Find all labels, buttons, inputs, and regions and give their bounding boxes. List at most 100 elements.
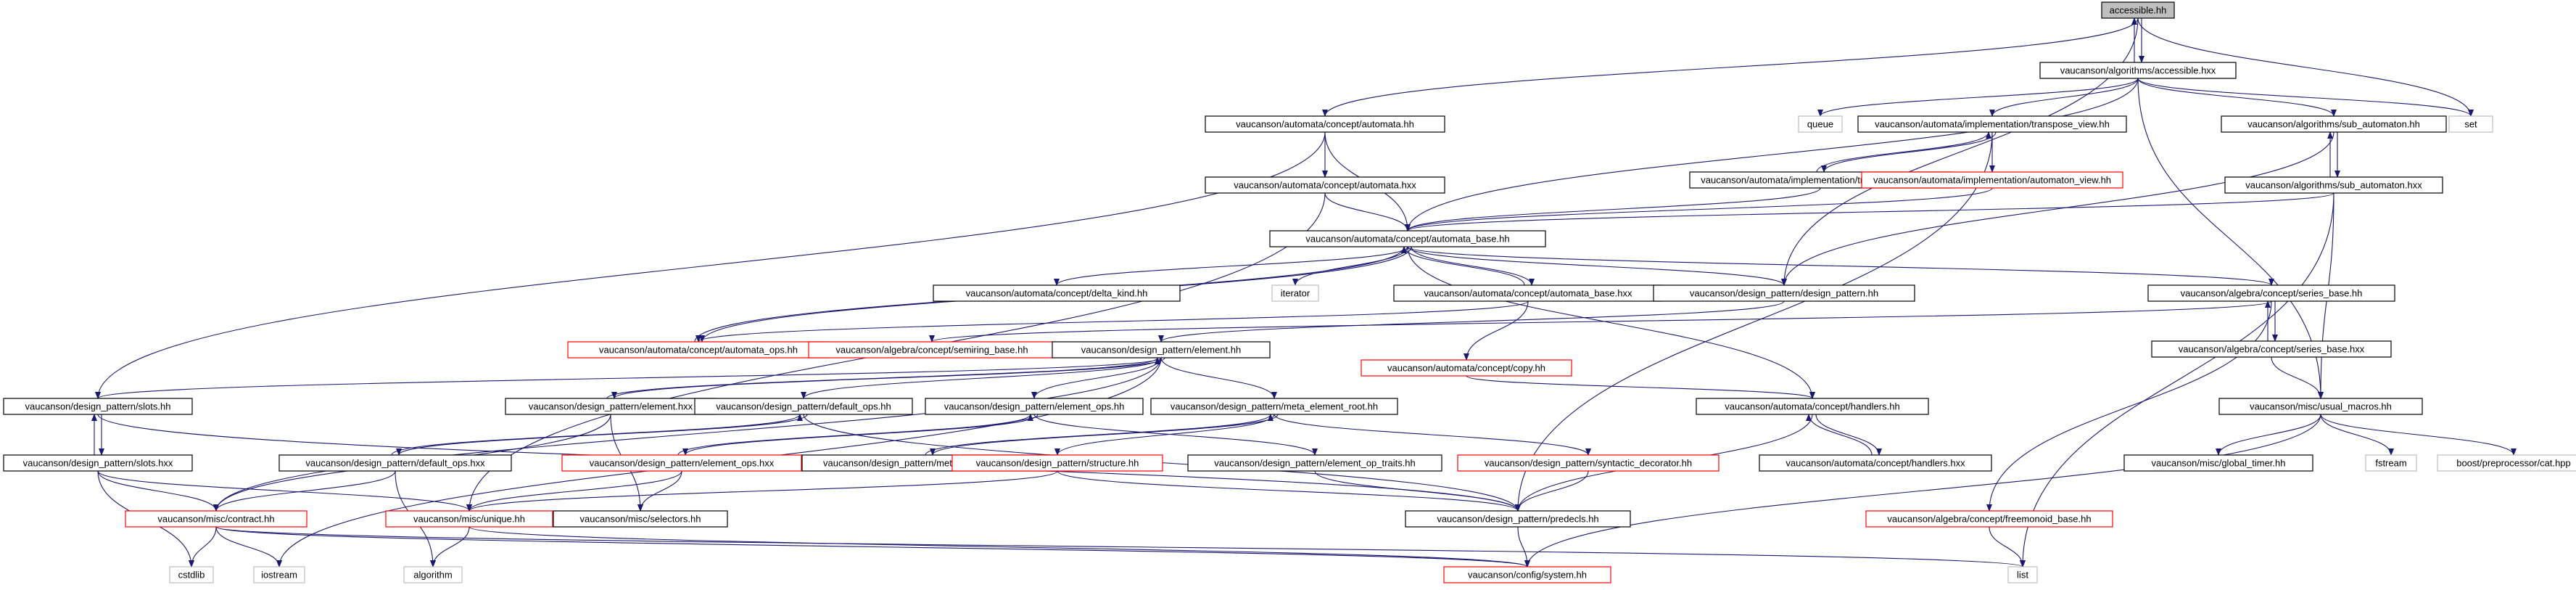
node-box [169, 566, 214, 583]
edge-alg_accessible_hxx-to-usual_macros_hh [2137, 78, 2324, 399]
node-default-ops-hxx[interactable]: vaucanson/design_pattern/default_ops.hxx [278, 454, 512, 472]
node-label: vaucanson/misc/global_timer.hh [2152, 458, 2286, 469]
node-sub-automaton-hxx[interactable]: vaucanson/algorithms/sub_automaton.hxx [2224, 176, 2443, 194]
node-box [1205, 176, 1445, 194]
node-box [1865, 510, 2113, 528]
node-contract-hh[interactable]: vaucanson/misc/contract.hh [125, 510, 307, 528]
node-alg-accessible-hxx[interactable]: vaucanson/algorithms/accessible.hxx [2039, 62, 2237, 79]
node-automaton-view-hh[interactable]: vaucanson/automata/implementation/automa… [1861, 171, 2123, 189]
node-label: vaucanson/algorithms/sub_automaton.hxx [2245, 180, 2422, 191]
node-element-ops-hxx[interactable]: vaucanson/design_pattern/element_ops.hxx [561, 454, 802, 472]
node-series-base-hh[interactable]: vaucanson/algebra/concept/series_base.hh [2147, 284, 2395, 302]
node-freemonoid-base-hh[interactable]: vaucanson/algebra/concept/freemonoid_bas… [1865, 510, 2113, 528]
node-label: vaucanson/design_pattern/element_ops.hh [944, 401, 1125, 412]
edge-contract_hh-to-iostream [215, 526, 282, 568]
node-default-ops-hh[interactable]: vaucanson/design_pattern/default_ops.hh [694, 398, 913, 415]
node-label: vaucanson/automata/concept/delta_kind.hh [966, 288, 1148, 299]
edge-automata_base_hh-to-delta_kind_hh [1054, 246, 1408, 286]
edge-element_hh-to-slots_hh [95, 357, 1162, 399]
edge-structure_hh-to-unique_hh [466, 470, 1058, 512]
node-label: vaucanson/design_pattern/design_pattern.… [1690, 288, 1878, 299]
node-box [2365, 454, 2417, 472]
node-automata-base-hh[interactable]: vaucanson/automata/concept/automata_base… [1269, 230, 1546, 247]
node-element-hxx[interactable]: vaucanson/design_pattern/element.hxx [505, 398, 717, 415]
node-label: vaucanson/design_pattern/element_op_trai… [1214, 458, 1416, 469]
node-box [925, 398, 1144, 415]
node-element-ops-hh[interactable]: vaucanson/design_pattern/element_ops.hh [925, 398, 1144, 415]
edge-copy_hh-to-handlers_hh [1466, 375, 1815, 399]
node-structure-hh[interactable]: vaucanson/design_pattern/structure.hh [951, 454, 1163, 472]
node-box [694, 398, 913, 415]
edge-transpose_view_hh-to-predecls_hh [1515, 131, 1993, 512]
node-copy-hh[interactable]: vaucanson/automata/concept/copy.hh [1361, 359, 1572, 377]
edge-accessible_hh-to-automata_hh [1322, 17, 2139, 117]
node-semiring-base-hh[interactable]: vaucanson/algebra/concept/semiring_base.… [808, 341, 1056, 358]
node-label: vaucanson/automata/concept/automata_base… [1305, 234, 1509, 245]
node-system-hh[interactable]: vaucanson/config/system.hh [1443, 566, 1611, 583]
node-label: vaucanson/automata/concept/automata.hxx [1234, 180, 1416, 191]
node-box [561, 454, 802, 472]
edge-transpose_view_hxx-to-automata_base_hh [1405, 187, 1821, 232]
node-element-op-traits-hh[interactable]: vaucanson/design_pattern/element_op_trai… [1187, 454, 1442, 472]
edge-alg_accessible_hxx-to-transpose_view_hh [1989, 78, 2139, 117]
node-label: vaucanson/automata/concept/automata_base… [1424, 288, 1632, 299]
node-box [933, 284, 1181, 302]
edge-element_hh-to-contract_hh [213, 357, 1162, 512]
node-box [125, 510, 307, 528]
edge-meta_element_root_hxx-to-meta_element_root_hh [925, 414, 1273, 456]
node-label: accessible.hh [2110, 5, 2167, 16]
edge-element_hh-to-meta_element_root_hh [1160, 357, 1277, 399]
node-series-base-hxx[interactable]: vaucanson/algebra/concept/series_base.hx… [2151, 340, 2392, 358]
node-box [278, 454, 512, 472]
node-automata-hh[interactable]: vaucanson/automata/concept/automata.hh [1205, 115, 1445, 133]
node-transpose-view-hh[interactable]: vaucanson/automata/implementation/transp… [1857, 115, 2127, 133]
node-label: vaucanson/design_pattern/predecls.hh [1437, 514, 1598, 525]
node-sub-automaton-hh[interactable]: vaucanson/algorithms/sub_automaton.hh [2221, 115, 2447, 133]
node-element-hh[interactable]: vaucanson/design_pattern/element.hh [1052, 341, 1271, 358]
node-unique-hh[interactable]: vaucanson/misc/unique.hh [385, 510, 553, 528]
node-label: vaucanson/design_pattern/slots.hxx [23, 458, 173, 469]
node-box [3, 398, 193, 415]
node-label: iterator [1281, 288, 1310, 299]
edge-slots_hxx-to-unique_hh [97, 470, 472, 512]
node-design-pattern-hh[interactable]: vaucanson/design_pattern/design_pattern.… [1653, 284, 1915, 302]
edge-structure_hh-to-predecls_hh [1057, 470, 1521, 512]
node-predecls-hh[interactable]: vaucanson/design_pattern/predecls.hh [1405, 510, 1631, 528]
node-box [2007, 566, 2038, 583]
edge-series_base_hh-to-semiring_base_hh [929, 300, 2272, 343]
node-label: vaucanson/design_pattern/structure.hh [976, 458, 1139, 469]
node-slots-hh[interactable]: vaucanson/design_pattern/slots.hh [3, 398, 193, 415]
node-meta-element-root-hh[interactable]: vaucanson/design_pattern/meta_element_ro… [1150, 398, 1398, 415]
node-label: queue [1807, 119, 1833, 130]
node-handlers-hh[interactable]: vaucanson/automata/concept/handlers.hh [1696, 398, 1929, 415]
edge-design_pattern_hh-to-element_hh [1158, 300, 1785, 343]
node-label: vaucanson/automata/concept/automata.hh [1236, 119, 1414, 130]
node-box [1405, 510, 1631, 528]
node-slots-hxx[interactable]: vaucanson/design_pattern/slots.hxx [3, 454, 193, 472]
edge-series_base_hh-to-freemonoid_base_hh [1986, 300, 2272, 512]
node-box [2221, 115, 2447, 133]
edge-usual_macros_hh-to-boost_cat_hpp [2320, 414, 2517, 456]
node-global-timer-hh[interactable]: vaucanson/misc/global_timer.hh [2123, 454, 2313, 472]
node-usual-macros-hh[interactable]: vaucanson/misc/usual_macros.hh [2218, 398, 2423, 415]
edge-element_op_traits_hh-to-predecls_hh [1314, 470, 1521, 512]
node-label: vaucanson/algebra/concept/semiring_base.… [835, 345, 1028, 356]
node-automata-hxx[interactable]: vaucanson/automata/concept/automata.hxx [1205, 176, 1445, 194]
node-handlers-hxx[interactable]: vaucanson/automata/concept/handlers.hxx [1759, 454, 1992, 472]
node-automata-ops-hh[interactable]: vaucanson/automata/concept/automata_ops.… [567, 341, 830, 358]
node-box [1271, 284, 1319, 302]
edge-automata_base_hh-to-series_base_hh [1407, 246, 2274, 286]
node-syntactic-decorator-hh[interactable]: vaucanson/design_pattern/syntactic_decor… [1457, 454, 1720, 472]
edge-automata_hxx-to-automata_base_hh [1324, 192, 1411, 232]
node-delta-kind-hh[interactable]: vaucanson/automata/concept/delta_kind.hh [933, 284, 1181, 302]
node-box [1457, 454, 1720, 472]
edge-usual_macros_hh-to-fstream [2320, 414, 2394, 456]
node-box [951, 454, 1163, 472]
node-label: vaucanson/misc/unique.hh [413, 514, 525, 525]
node-queue: queue [1798, 115, 1843, 133]
node-automata-base-hxx[interactable]: vaucanson/automata/concept/automata_base… [1393, 284, 1663, 302]
node-selectors-hh[interactable]: vaucanson/misc/selectors.hh [553, 510, 728, 528]
edge-automata_base_hxx-to-automata_ops_hh [695, 300, 1529, 343]
edge-automata_base_hh-to-automata_base_hxx [1411, 246, 1535, 286]
node-label: algorithm [413, 570, 452, 581]
